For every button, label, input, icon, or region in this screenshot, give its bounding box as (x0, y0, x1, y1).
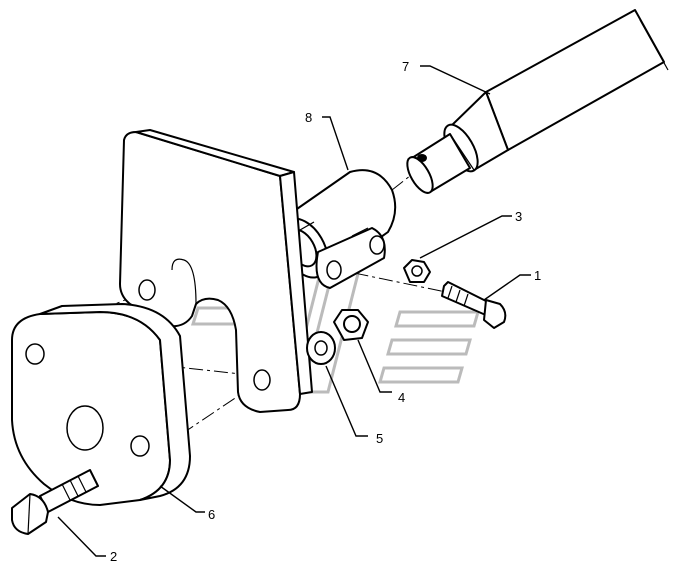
leader-8 (322, 116, 349, 171)
leader-7 (420, 65, 491, 95)
callout-4: 4 (398, 390, 405, 405)
callout-8: 8 (305, 110, 312, 125)
callout-6: 6 (208, 507, 215, 522)
bolt-part-2 (11, 469, 99, 535)
callout-1: 1 (534, 268, 541, 283)
leader-lines (57, 65, 531, 557)
leader-1 (483, 274, 531, 301)
nut-part-3 (403, 259, 431, 283)
leader-2 (57, 516, 106, 557)
bracket-plate (119, 129, 313, 413)
flange-part-6 (11, 303, 191, 506)
callout-2: 2 (110, 549, 117, 564)
nut-part-4 (333, 309, 369, 341)
leader-5 (325, 365, 368, 437)
leader-3 (419, 215, 512, 259)
callout-5: 5 (376, 431, 383, 446)
callout-7: 7 (402, 59, 409, 74)
washer-part-5 (306, 331, 336, 365)
leader-6 (159, 485, 205, 513)
shaft-part-7 (406, 9, 669, 194)
leader-4 (357, 339, 392, 393)
callout-3: 3 (515, 209, 522, 224)
bolt-part-1 (441, 281, 507, 329)
